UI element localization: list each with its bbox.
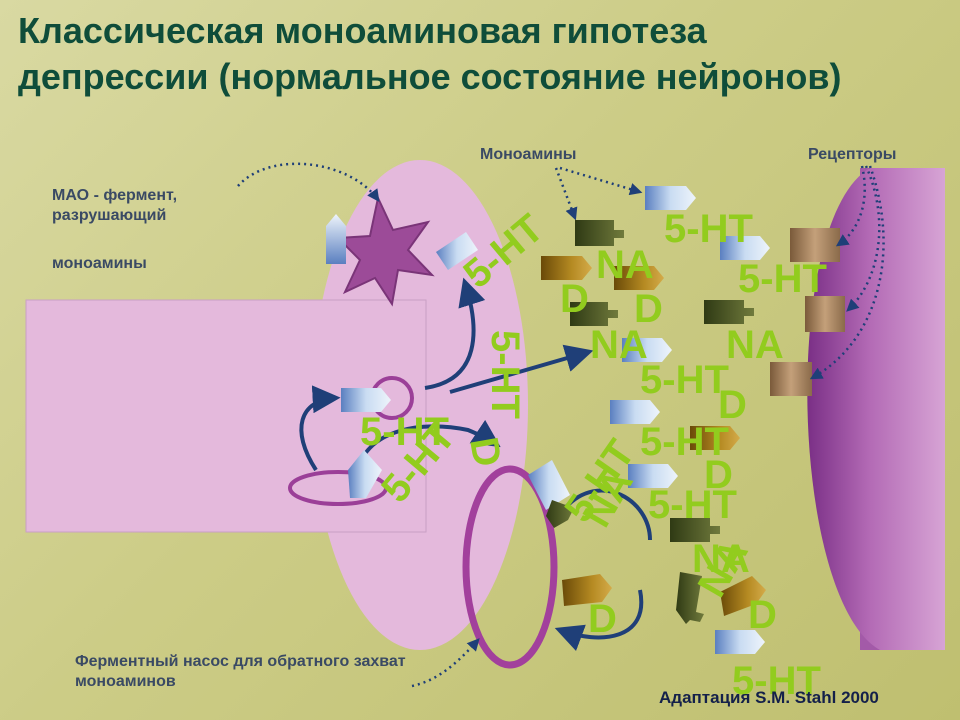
serotonin-label: 5-HT: [360, 410, 449, 454]
mitochondrion-icon: [288, 470, 388, 506]
dopamine-label: D: [718, 383, 747, 427]
serotonin-label: 5-HT: [648, 483, 737, 527]
reuptake-pump-icon: [462, 465, 558, 669]
serotonin-molecules: [341, 186, 770, 654]
dopamine-label: D: [588, 597, 617, 641]
reuptake-pump-label: Ферментный насос для обратного захват мо…: [75, 653, 406, 690]
serotonin-label: 5-HT: [732, 659, 821, 703]
noradrenaline-label: NA: [590, 323, 648, 367]
credit-label: Адаптация S.M. Stahl 2000: [659, 688, 879, 707]
serotonin-label: 5-HT: [640, 358, 729, 402]
noradrenaline-molecules: [546, 220, 754, 624]
serotonin-label: 5-HT: [483, 330, 527, 419]
receptors: [770, 228, 845, 396]
noradrenaline-label: NA: [596, 243, 654, 287]
mao-label: МАО - фермент, разрушающий: [52, 187, 178, 224]
receptors-label: Рецепторы: [808, 146, 897, 163]
dopamine-molecules: [541, 256, 766, 616]
postsynaptic-neuron: [807, 168, 945, 650]
serotonin-label: 5-HT: [664, 207, 753, 251]
monoamines-label: Моноамины: [480, 146, 577, 163]
serotonin-label: 5-HT: [640, 420, 729, 464]
flow-arrows: [299, 277, 652, 651]
noradrenaline-label: NA: [726, 323, 784, 367]
serotonin-label: 5-HT: [738, 257, 827, 301]
noradrenaline-label: NA: [692, 537, 750, 581]
dopamine-label: D: [704, 453, 733, 497]
mao-label-continued: моноамины: [52, 255, 147, 272]
molecule-labels: 5-HT 5-HT 5-HT 5-HT 5-HT 5-HT 5-HT 5-HT …: [360, 206, 827, 703]
dopamine-label: D: [748, 593, 777, 637]
presynaptic-neuron: [25, 160, 528, 650]
slide-title: Классическая моноаминовая гипотеза депре…: [18, 10, 842, 97]
dopamine-label: D: [560, 277, 589, 321]
dopamine-label: D: [634, 287, 663, 331]
pointer-arrows: [237, 162, 885, 688]
monoamine-icon: [326, 214, 346, 264]
